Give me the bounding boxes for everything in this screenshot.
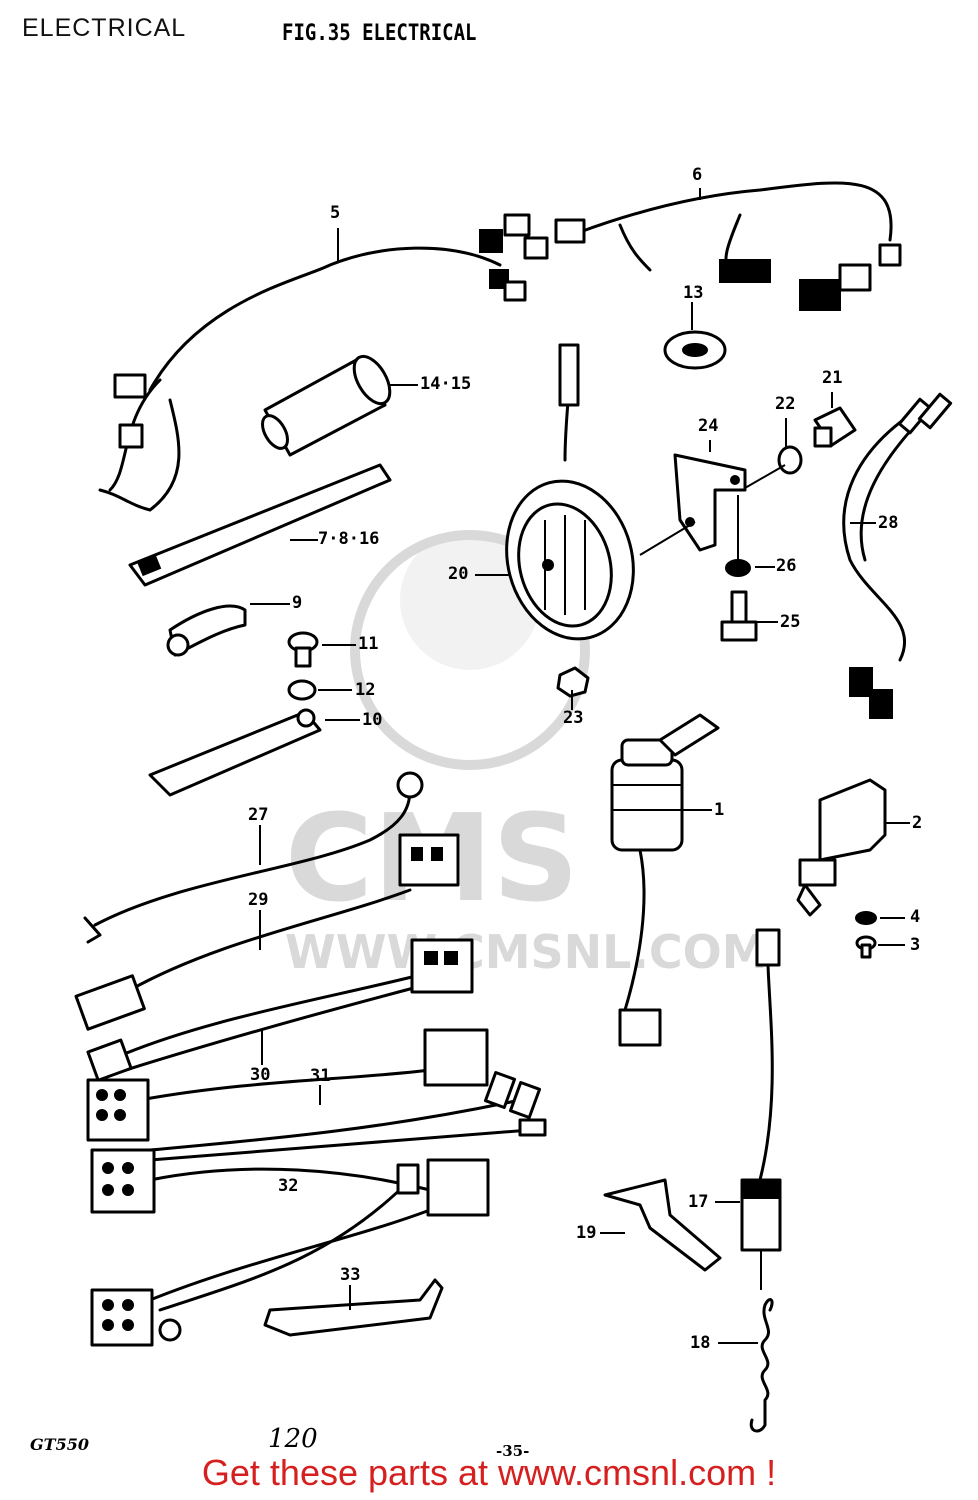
part-24-bracket [673,453,747,552]
part-33-clamp [263,1278,444,1337]
figure-title: FIG.35 ELECTRICAL [282,20,477,46]
callout-31: 31 [310,1066,331,1086]
watermark-url-text: WWW.CMSNL.COM [285,925,768,979]
part-17-stop-switch [740,928,782,1290]
callout-21: 21 [822,368,843,388]
get-parts-link[interactable]: Get these parts at www.cmsnl.com ! [201,1452,777,1493]
callout-24: 24 [698,416,719,436]
part-20-horn [505,343,635,641]
callout-27: 27 [248,805,269,825]
part-27-earth-wire [83,771,424,944]
watermark-logo: CMS WWW.CMSNL.COM [285,530,768,979]
callout-13: 13 [683,283,704,303]
part-26-washer [725,559,751,577]
part-5-main-harness [98,213,549,512]
part-12-washer [287,679,317,701]
part-19-bracket [603,1178,722,1272]
part-11-screw [287,631,319,668]
callout-7-8-16: 7·8·16 [318,529,380,549]
callout-19: 19 [576,1223,597,1243]
callout-3: 3 [910,935,921,955]
part-1-ignition-switch [610,713,720,1047]
callout-30: 30 [250,1065,271,1085]
callout-33: 33 [340,1265,361,1285]
part-7-8-16-band [128,463,392,587]
callout-23: 23 [563,708,584,728]
callout-20: 20 [448,564,469,584]
part-3-screw [855,935,877,959]
part-29-lead [74,833,460,1031]
callout-22: 22 [775,394,796,414]
callout-2: 2 [912,813,923,833]
part-32-lead [90,1148,490,1347]
callout-4: 4 [910,907,921,927]
leader-lines [250,188,910,1344]
callout-26: 26 [776,556,797,576]
callout-9: 9 [292,593,303,613]
callout-25: 25 [780,612,801,632]
model-note: GT550 [30,1435,89,1454]
part-6-sub-harness [554,181,902,311]
part-10-plate [148,708,322,797]
part-18-spring [749,1298,774,1433]
part-30-lead [86,938,474,1082]
part-23-nut [556,666,590,698]
part-21-bolt [813,406,857,448]
part-28-wire-lead [842,392,953,719]
page-header: ELECTRICAL [22,14,187,42]
part-22-washer [777,445,803,475]
callout-32: 32 [278,1176,299,1196]
callout-11: 11 [358,634,379,654]
callout-28: 28 [878,513,899,533]
part-4-washer [855,911,877,925]
part-31-lead [86,1028,547,1162]
callout-14-15: 14·15 [420,374,472,394]
callout-17: 17 [688,1192,709,1212]
page-number: -35- [496,1442,530,1460]
part-25-bolt [720,590,758,642]
part-9-clamp [166,604,247,657]
callout-6: 6 [692,165,703,185]
callout-18: 18 [690,1333,711,1353]
page-note: 120 [268,1424,318,1454]
callout-10: 10 [362,710,383,730]
callout-1: 1 [714,800,725,820]
part-14-15-tube [261,354,392,457]
callout-29: 29 [248,890,269,910]
part-2-steering-lock [796,778,887,917]
callout-12: 12 [355,680,376,700]
callout-5: 5 [330,203,341,223]
